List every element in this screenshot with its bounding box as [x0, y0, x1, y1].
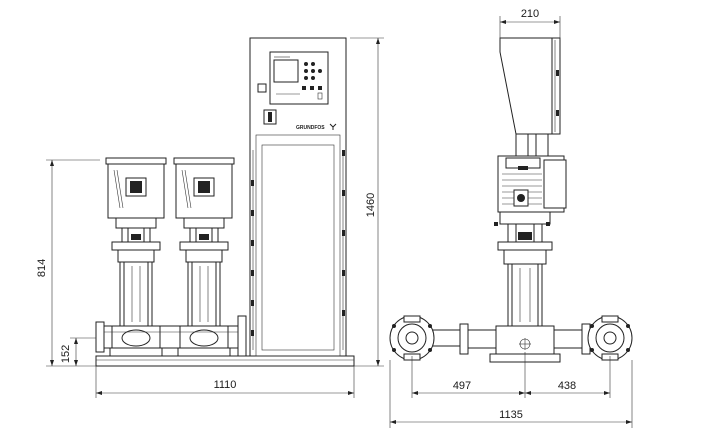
front-view: GRUNDFOS — [36, 37, 384, 398]
pump-unit-2 — [173, 157, 235, 357]
base-frame — [95, 355, 355, 367]
motor-side — [494, 155, 567, 226]
cabinet-side — [499, 37, 561, 157]
manifold-pipes — [95, 315, 247, 357]
left-flange — [389, 315, 497, 361]
side-view: 210 497 438 1135 — [389, 8, 633, 428]
dim-side-right-offset: 438 — [558, 380, 576, 392]
dim-front-base-height: 152 — [60, 345, 72, 363]
display-screen — [273, 59, 299, 83]
front-dimensions — [46, 37, 384, 398]
dim-side-top-width: 210 — [521, 8, 539, 20]
side-dimensions — [389, 16, 633, 428]
control-cabinet: GRUNDFOS — [249, 37, 347, 357]
dim-side-left-offset: 497 — [453, 380, 471, 392]
dim-front-total-height: 1460 — [365, 193, 377, 217]
brand-label: GRUNDFOS — [296, 125, 325, 131]
right-flange — [553, 315, 633, 361]
dim-front-height-pump: 814 — [36, 259, 48, 277]
dim-front-width: 1110 — [214, 379, 237, 391]
dim-side-total-width: 1135 — [499, 409, 523, 421]
pump-column-side — [489, 223, 561, 363]
